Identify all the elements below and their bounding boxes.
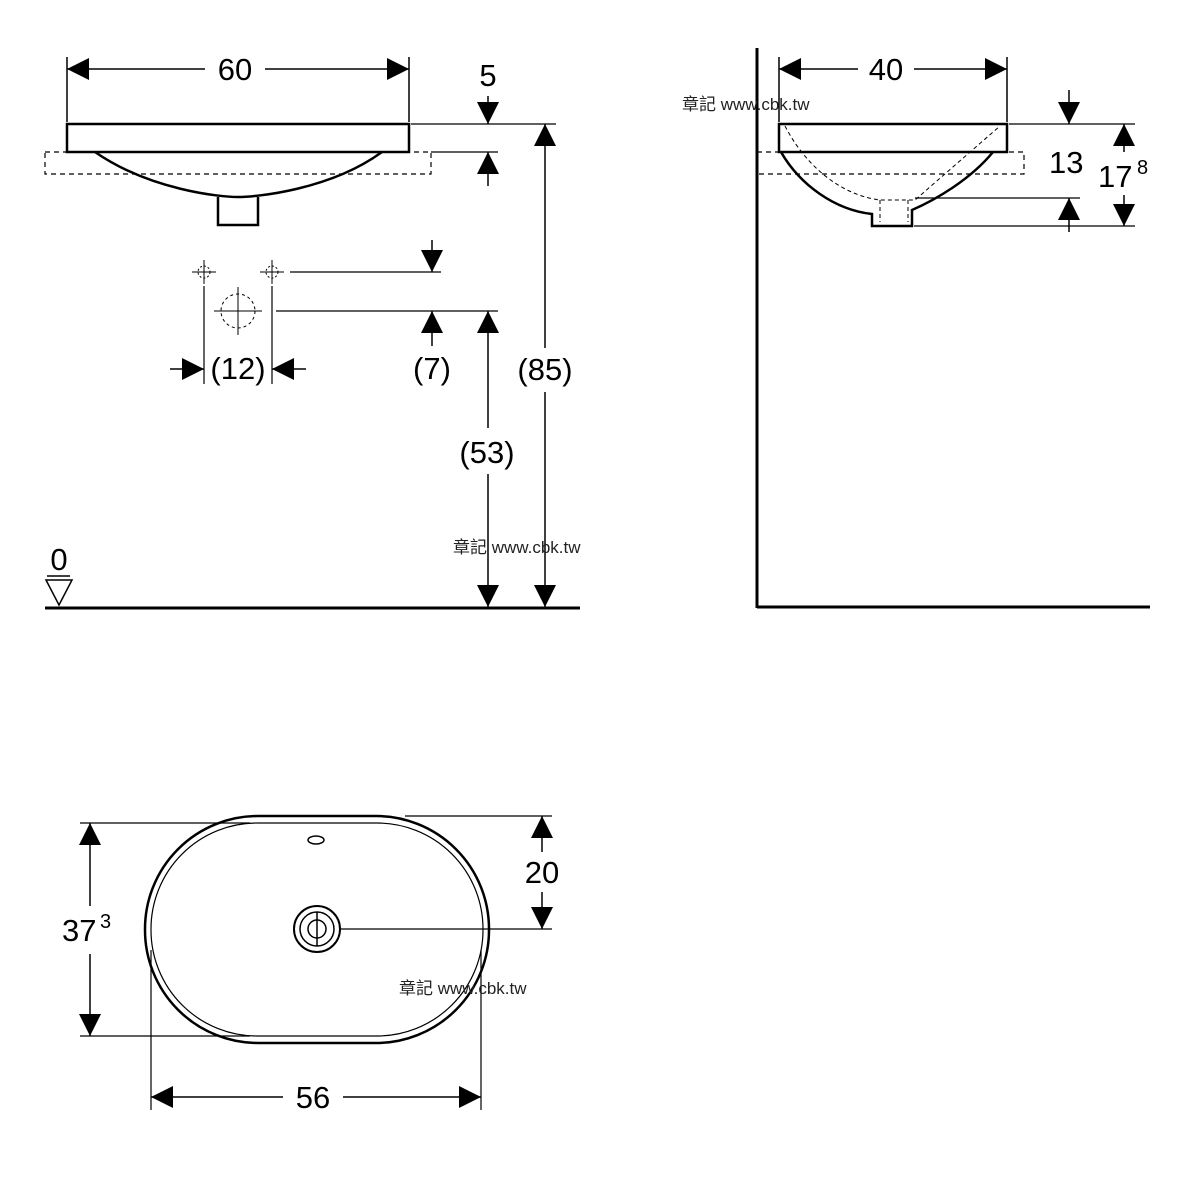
total-depth-label: 17 (1098, 159, 1132, 194)
bowl-depth-label: 13 (1049, 145, 1083, 180)
top-height-label: 37 (62, 913, 96, 948)
tap-spacing-label: (12) (210, 351, 265, 386)
side-basin-rim (777, 122, 1009, 154)
tap-hole-left (192, 260, 216, 284)
total-depth-label-sup: 8 (1137, 157, 1148, 179)
top-view (79, 814, 553, 1110)
overflow-hole (307, 835, 325, 845)
side-view (755, 48, 1150, 609)
rim-thickness-label: 5 (479, 58, 496, 93)
front-countertop (44, 151, 432, 175)
top-width-label: 56 (296, 1080, 330, 1115)
total-height-label: (85) (517, 352, 572, 387)
side-depth-label: 40 (869, 52, 903, 87)
front-view (44, 57, 580, 610)
drain-offset-label: 20 (525, 855, 559, 890)
front-basin-bowl (94, 150, 383, 199)
side-countertop (756, 151, 1025, 175)
front-basin-rim (65, 122, 411, 154)
watermark-side: 章記 www.cbk.tw (682, 95, 810, 114)
front-width-label: 60 (218, 52, 252, 87)
floor-level-triangle (44, 579, 74, 607)
tap-offset-label: (7) (413, 351, 451, 386)
side-drain-dashed (879, 200, 909, 222)
front-basin-drain (216, 197, 260, 227)
tap-hole-center (214, 287, 262, 335)
side-basin-bowl (779, 151, 994, 228)
tap-hole-right (260, 260, 284, 284)
watermark-top: 章記 www.cbk.tw (399, 979, 527, 998)
top-height-label-sup: 3 (100, 911, 111, 933)
drain-icon (293, 905, 341, 953)
floor-level-label: 0 (50, 542, 67, 577)
drain-height-label: (53) (459, 435, 514, 470)
watermark-front: 章記 www.cbk.tw (453, 538, 581, 557)
side-basin-inner-dashed (784, 125, 1001, 201)
